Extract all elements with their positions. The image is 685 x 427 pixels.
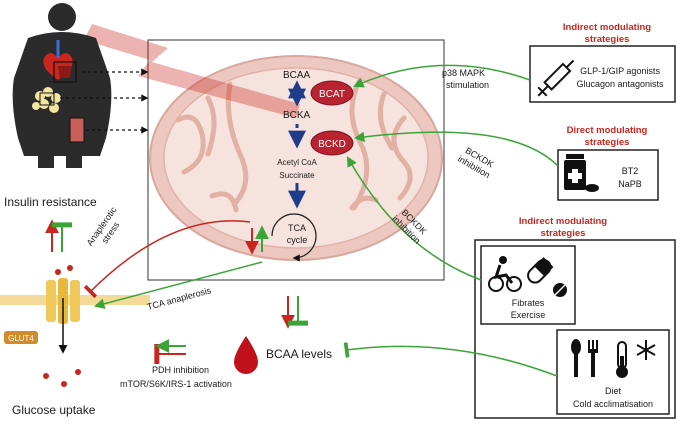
diet-line2: Cold acclimatisation: [573, 399, 653, 409]
bcaa-levels-label: BCAA levels: [266, 347, 332, 361]
glucose-dot: [75, 369, 81, 375]
anaplerotic-stress-arrow: [83, 220, 251, 299]
indirect1-title-line2: strategies: [585, 34, 630, 45]
lightning-bolt-icon: [84, 24, 300, 118]
fibrates-line1: Fibrates: [512, 298, 545, 308]
indirect1-title-line1: Indirect modulating: [563, 22, 651, 33]
blood-drop-icon: [234, 336, 258, 374]
glut4-transporter: GLUT4: [0, 265, 150, 354]
direct-line1: BT2: [622, 166, 639, 176]
indirect1-line1: GLP-1/GIP agonists: [580, 66, 660, 76]
indirect2-title-line1: Indirect modulating: [519, 216, 607, 227]
muscle-box: [69, 117, 85, 143]
bckdk-direct-arrow: [353, 131, 559, 167]
pdh-label-line2: mTOR/S6K/IRS-1 activation: [120, 379, 232, 389]
p38-label-line1: p38 MAPK: [442, 68, 485, 78]
indirect2-title-line2: strategies: [541, 228, 586, 239]
succinate-label: Succinate: [279, 171, 315, 180]
capsule-icon: [527, 257, 554, 284]
human-silhouette-icon: [12, 3, 112, 168]
bckd-enzyme: [310, 130, 354, 156]
bckd-label: BCKD: [318, 139, 346, 150]
cyclist-icon: [488, 256, 522, 292]
syringe-icon: [537, 59, 575, 97]
glucose-dot: [61, 381, 67, 387]
thermometer-icon: [616, 341, 628, 378]
tca-anaplerosis-arrow: [93, 261, 263, 309]
acetyl-coa-label: Acetyl CoA: [277, 158, 317, 167]
bcaa-label: BCAA: [283, 70, 311, 81]
direct-line2: NaPB: [618, 179, 642, 189]
diet-bcaa-inhibition: [343, 342, 558, 377]
direct-title-line1: Direct modulating: [567, 125, 648, 136]
glucose-uptake-label: Glucose uptake: [12, 403, 96, 417]
tca-label-line1: TCA: [288, 223, 306, 233]
indirect1-line2: Glucagon antagonists: [576, 79, 664, 89]
p38-arrow: [353, 64, 531, 88]
glut4-badge: [4, 331, 38, 344]
pdh-label-line1: PDH inhibition: [152, 365, 209, 375]
p38-label-line2: stimulation: [446, 80, 489, 90]
bcka-label: BCKA: [283, 110, 311, 121]
insulin-resistance-label: Insulin resistance: [4, 195, 97, 209]
bcat-enzyme: [310, 80, 354, 106]
glucose-dot: [43, 373, 49, 379]
diet-line1: Diet: [605, 386, 622, 396]
tca-cycle: TCA cycle: [271, 213, 317, 262]
adipose-tissue-icon: [32, 87, 61, 113]
fibrates-box: [480, 245, 576, 325]
fibrates-line2: Exercise: [511, 310, 546, 320]
liver-box: [53, 61, 77, 83]
pill-bottle-icon: [564, 154, 599, 192]
tca-label-line2: cycle: [287, 235, 308, 245]
snowflake-icon: [636, 340, 656, 360]
tca-anaplerosis-label: TCA anaplerosis: [146, 285, 213, 312]
glut4-label: GLUT4: [8, 334, 34, 343]
direct-title-line2: strategies: [585, 137, 630, 148]
bcat-label: BCAT: [319, 89, 345, 100]
bckdk-fibrates-arrow: [346, 156, 482, 281]
fork-spoon-icon: [571, 339, 598, 377]
